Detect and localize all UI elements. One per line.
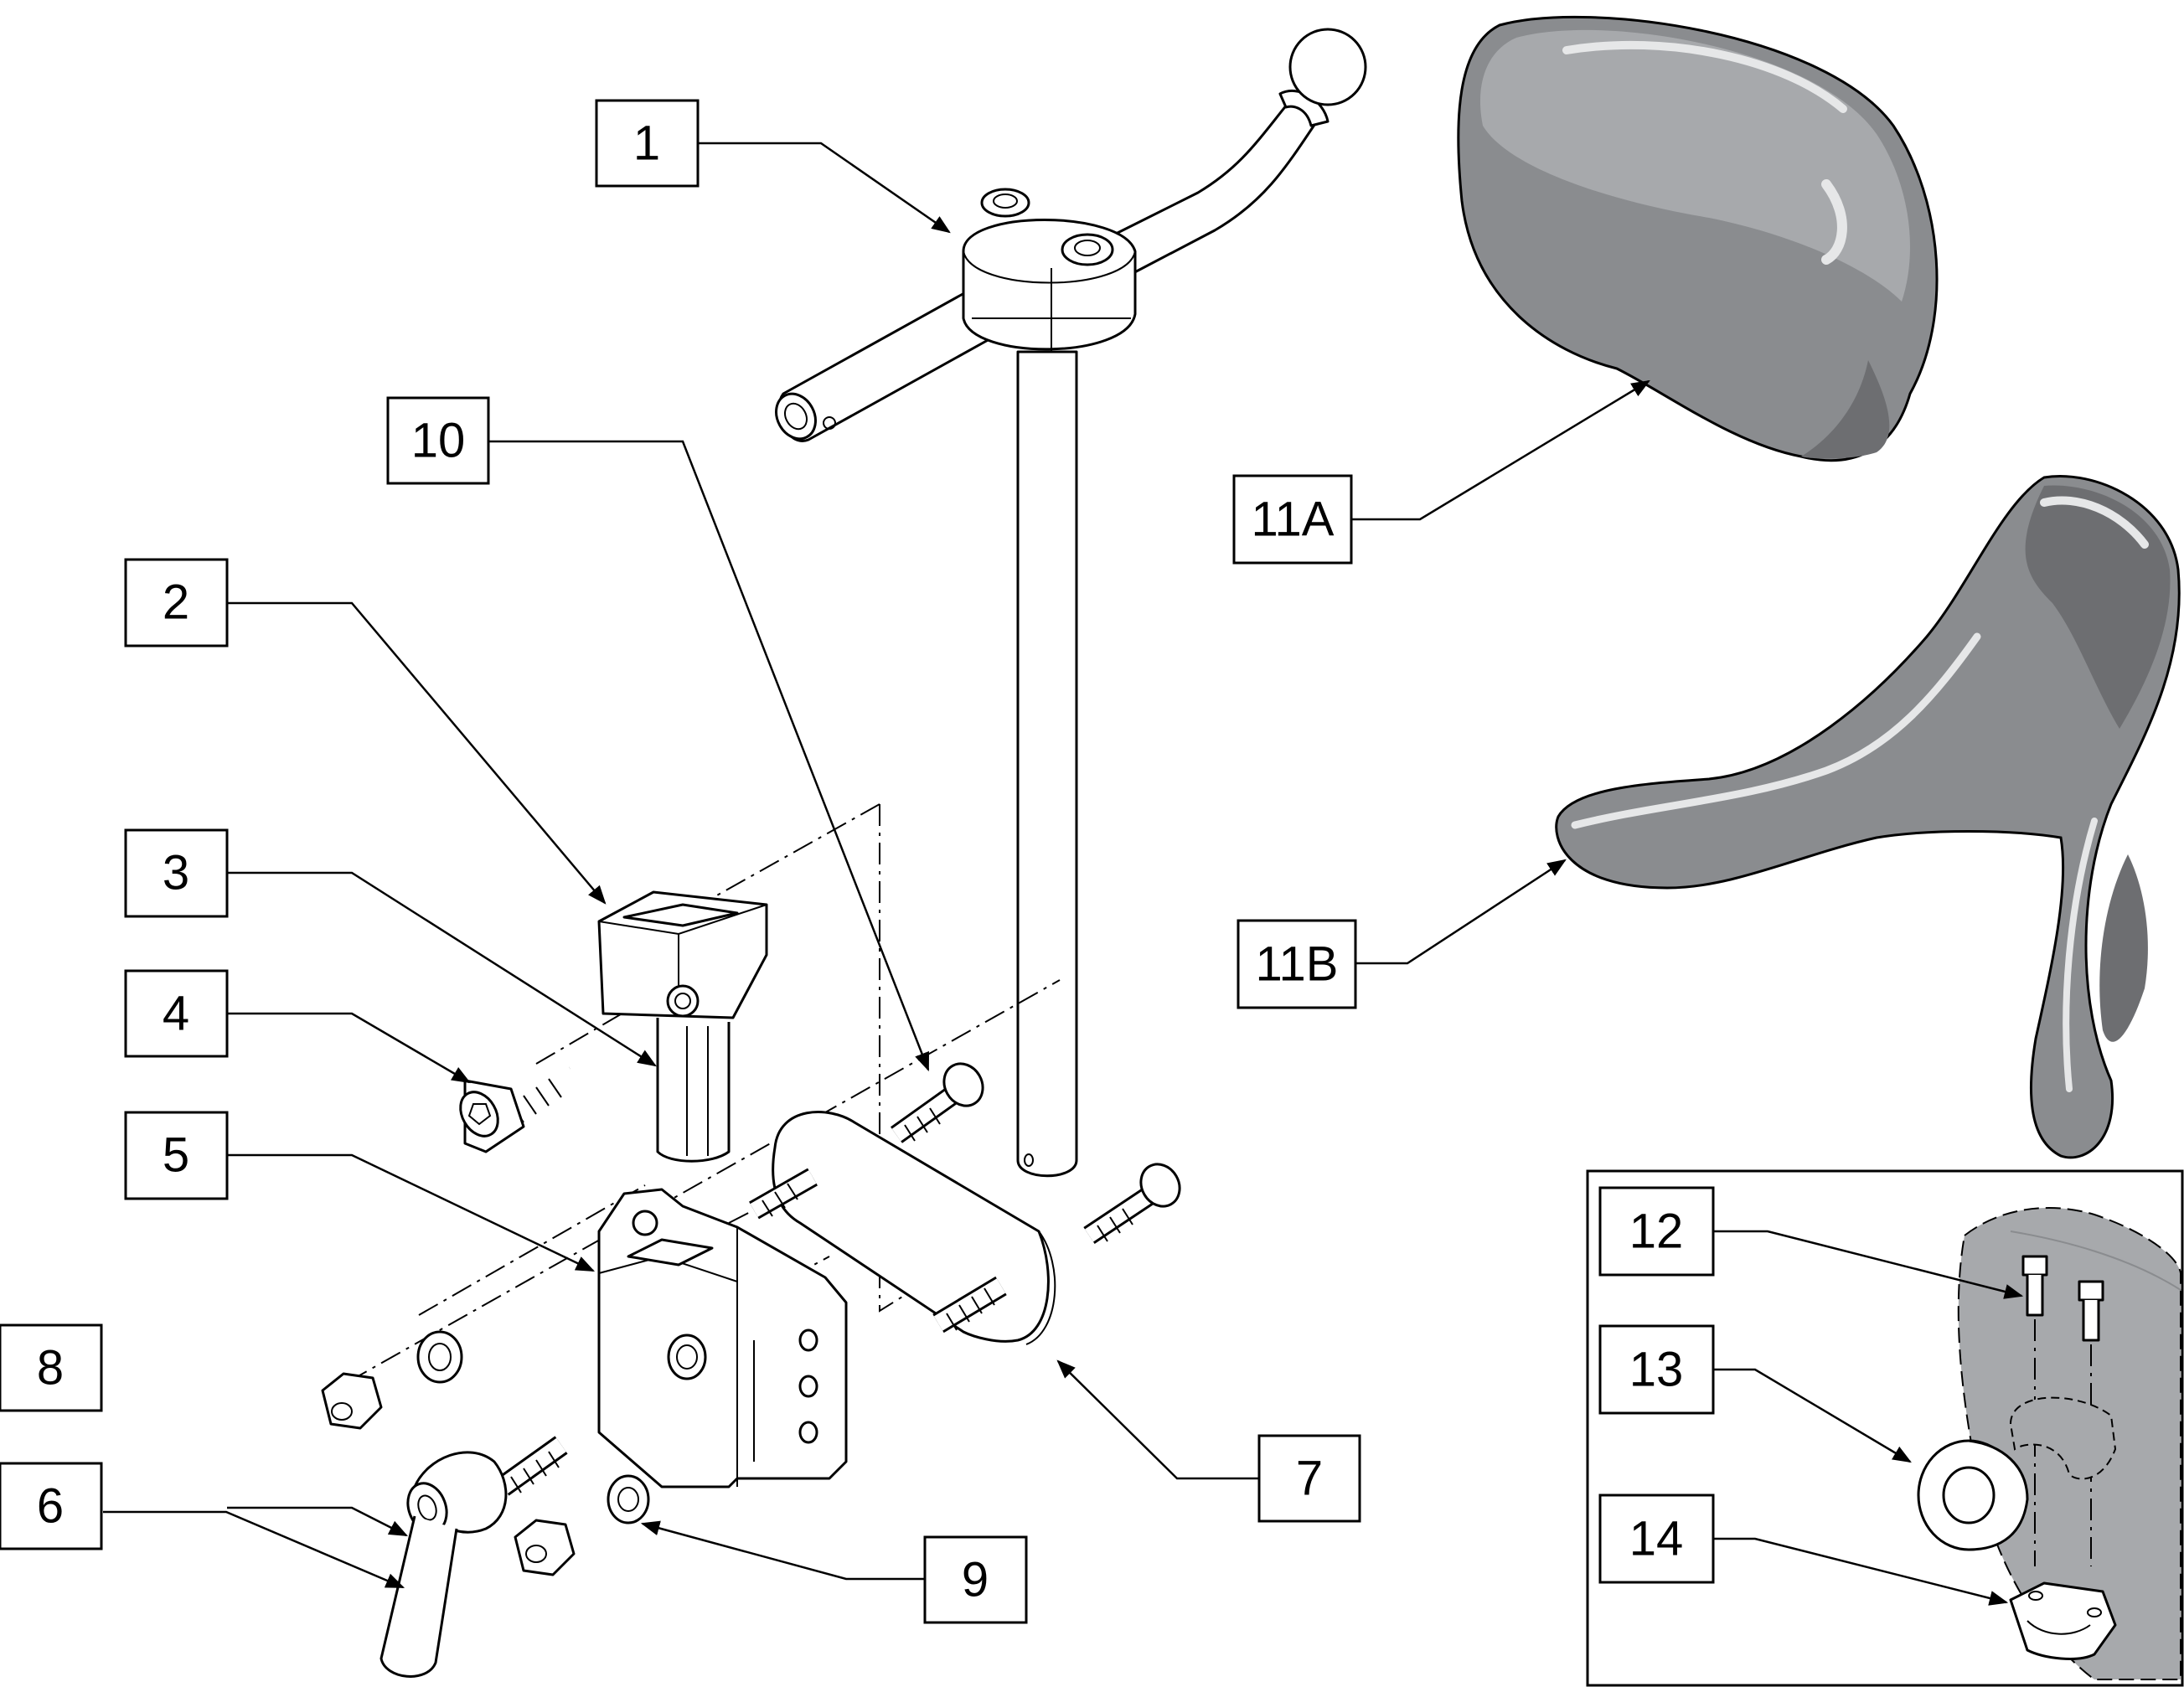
callout-13-label: 13 <box>1629 1343 1684 1397</box>
callout-3-label: 3 <box>163 846 189 900</box>
callout-1-label: 1 <box>633 116 660 171</box>
callout-9-label: 9 <box>962 1553 989 1607</box>
callout-6: 6 <box>0 1462 103 1550</box>
screw-4 <box>459 1060 575 1153</box>
screw-right <box>1083 1163 1181 1244</box>
callout-5: 5 <box>124 1111 229 1200</box>
callout-5-label: 5 <box>163 1128 189 1183</box>
callout-14: 14 <box>1598 1494 1715 1584</box>
callout-6-label: 6 <box>37 1479 64 1534</box>
callout-10: 10 <box>386 396 490 485</box>
callout-11b-label: 11B <box>1256 937 1339 992</box>
headrest-pad-11a <box>1457 15 1939 462</box>
sleeve-3 <box>656 1018 731 1163</box>
callout-10-label: 10 <box>411 414 466 468</box>
callout-12-label: 12 <box>1629 1205 1684 1259</box>
callout-7-label: 7 <box>1296 1452 1323 1506</box>
leader-lines <box>103 142 2024 1606</box>
plate-studs <box>749 1168 1007 1334</box>
mount-block-5 <box>597 1188 848 1488</box>
washer-8 <box>416 1330 463 1384</box>
callout-3: 3 <box>124 828 229 918</box>
washer-9 <box>607 1474 650 1524</box>
plate-7 <box>772 1111 1056 1345</box>
callout-11a-label: 11A <box>1252 493 1335 547</box>
callout-4: 4 <box>124 969 229 1058</box>
callout-13: 13 <box>1598 1324 1715 1415</box>
callout-14-label: 14 <box>1629 1512 1684 1566</box>
lever-6 <box>379 1436 568 1678</box>
t-rod-assembly <box>775 28 1367 1178</box>
callout-9: 9 <box>923 1535 1028 1624</box>
callout-2: 2 <box>124 558 229 647</box>
callout-2-label: 2 <box>163 575 189 630</box>
callout-11b: 11B <box>1237 919 1357 1009</box>
nut-8 <box>321 1372 383 1430</box>
callout-7: 7 <box>1257 1434 1361 1523</box>
clamp-block-2 <box>597 890 768 1019</box>
headrest-pad-11b <box>1555 475 2181 1159</box>
nut-9 <box>514 1519 576 1576</box>
callout-8-label: 8 <box>37 1341 64 1396</box>
callout-4-label: 4 <box>163 987 189 1041</box>
callout-1: 1 <box>595 99 700 188</box>
callout-8: 8 <box>0 1323 103 1412</box>
screw-10 <box>891 1062 984 1143</box>
callout-11a: 11A <box>1232 474 1353 565</box>
callout-12: 12 <box>1598 1186 1715 1277</box>
